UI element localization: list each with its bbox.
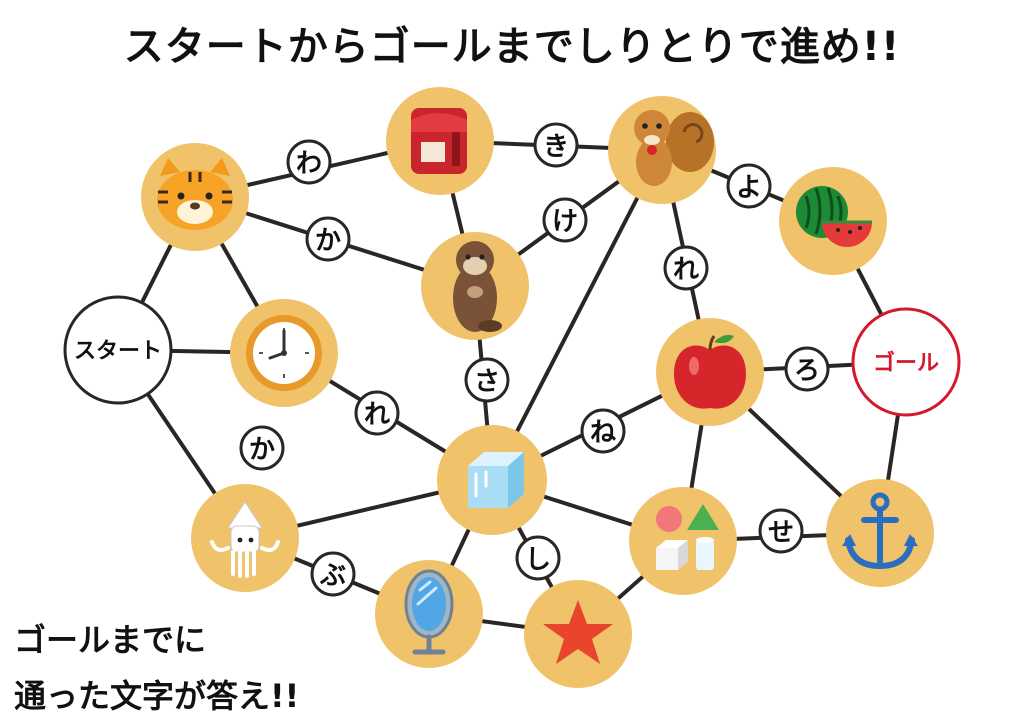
- svg-text:れ: れ: [673, 255, 699, 285]
- squid-icon: [210, 501, 280, 578]
- svg-text:か: か: [249, 435, 275, 465]
- clock-node[interactable]: [230, 299, 338, 407]
- letter-bubble-se[interactable]: せ: [758, 508, 804, 554]
- letter-bubble-wa[interactable]: わ: [286, 139, 332, 185]
- tiger-node[interactable]: [141, 143, 249, 251]
- letter-bubble-ke[interactable]: け: [542, 197, 588, 243]
- sea-otter-node[interactable]: [421, 232, 529, 340]
- svg-text:ね: ね: [590, 418, 616, 448]
- letter-bubble-ro[interactable]: ろ: [784, 346, 830, 392]
- svg-text:ろ: ろ: [794, 356, 820, 386]
- svg-text:さ: さ: [474, 367, 500, 397]
- anchor-icon: [842, 492, 918, 570]
- svg-text:け: け: [552, 207, 578, 237]
- clock-icon: [246, 315, 322, 391]
- sea-otter-icon: [453, 241, 502, 332]
- star-icon: [543, 600, 613, 664]
- mirror-icon: [404, 569, 454, 655]
- ice-icon: [468, 452, 524, 508]
- svg-text:し: し: [525, 545, 551, 575]
- instructions-line-1: ゴールまでに: [14, 621, 207, 659]
- squirrel-icon: [634, 110, 714, 186]
- randoseru-node[interactable]: [386, 87, 494, 195]
- svg-text:せ: せ: [768, 518, 794, 548]
- svg-text:よ: よ: [736, 173, 762, 203]
- svg-text:れ: れ: [364, 400, 390, 430]
- svg-text:か: か: [315, 226, 341, 256]
- start-node[interactable]: スタート: [63, 295, 173, 405]
- letter-bubble-yo[interactable]: よ: [726, 163, 772, 209]
- instructions: ゴールまでに 通った文字が答え!!: [14, 612, 299, 724]
- shapes-node[interactable]: [629, 487, 737, 595]
- svg-text:き: き: [543, 132, 569, 162]
- goal-node[interactable]: ゴール: [851, 307, 961, 417]
- letter-bubble-bu[interactable]: ぶ: [310, 551, 356, 597]
- apple-node[interactable]: [656, 318, 764, 426]
- letter-bubble-ki[interactable]: き: [533, 122, 579, 168]
- letter-bubble-shi[interactable]: し: [515, 535, 561, 581]
- randoseru-icon: [411, 108, 467, 174]
- star-node[interactable]: [524, 580, 632, 688]
- svg-text:わ: わ: [296, 149, 322, 179]
- page-title: スタートからゴールまでしりとりで進め!!: [123, 24, 901, 70]
- apple-icon: [674, 334, 746, 409]
- ice-node[interactable]: [437, 425, 547, 535]
- letter-bubble-re-right[interactable]: れ: [663, 245, 709, 291]
- letter-bubble-sa[interactable]: さ: [464, 357, 510, 403]
- squirrel-node[interactable]: [608, 96, 716, 204]
- tiger-icon: [157, 158, 233, 230]
- svg-text:ぶ: ぶ: [319, 561, 346, 591]
- start-label: スタート: [74, 339, 162, 364]
- watermelon-node[interactable]: [779, 167, 887, 275]
- instructions-line-2: 通った文字が答え!!: [14, 677, 300, 715]
- mirror-node[interactable]: [375, 560, 483, 668]
- letter-bubble-ka-left[interactable]: か: [239, 425, 285, 471]
- squid-node[interactable]: [191, 484, 299, 592]
- anchor-node[interactable]: [826, 479, 934, 587]
- goal-label: ゴール: [873, 350, 939, 376]
- letter-bubble-ka-top[interactable]: か: [305, 216, 351, 262]
- watermelon-icon: [796, 186, 872, 247]
- shapes-icon: [656, 504, 719, 570]
- letter-bubble-ne[interactable]: ね: [580, 408, 626, 454]
- letter-bubble-re-left[interactable]: れ: [354, 390, 400, 436]
